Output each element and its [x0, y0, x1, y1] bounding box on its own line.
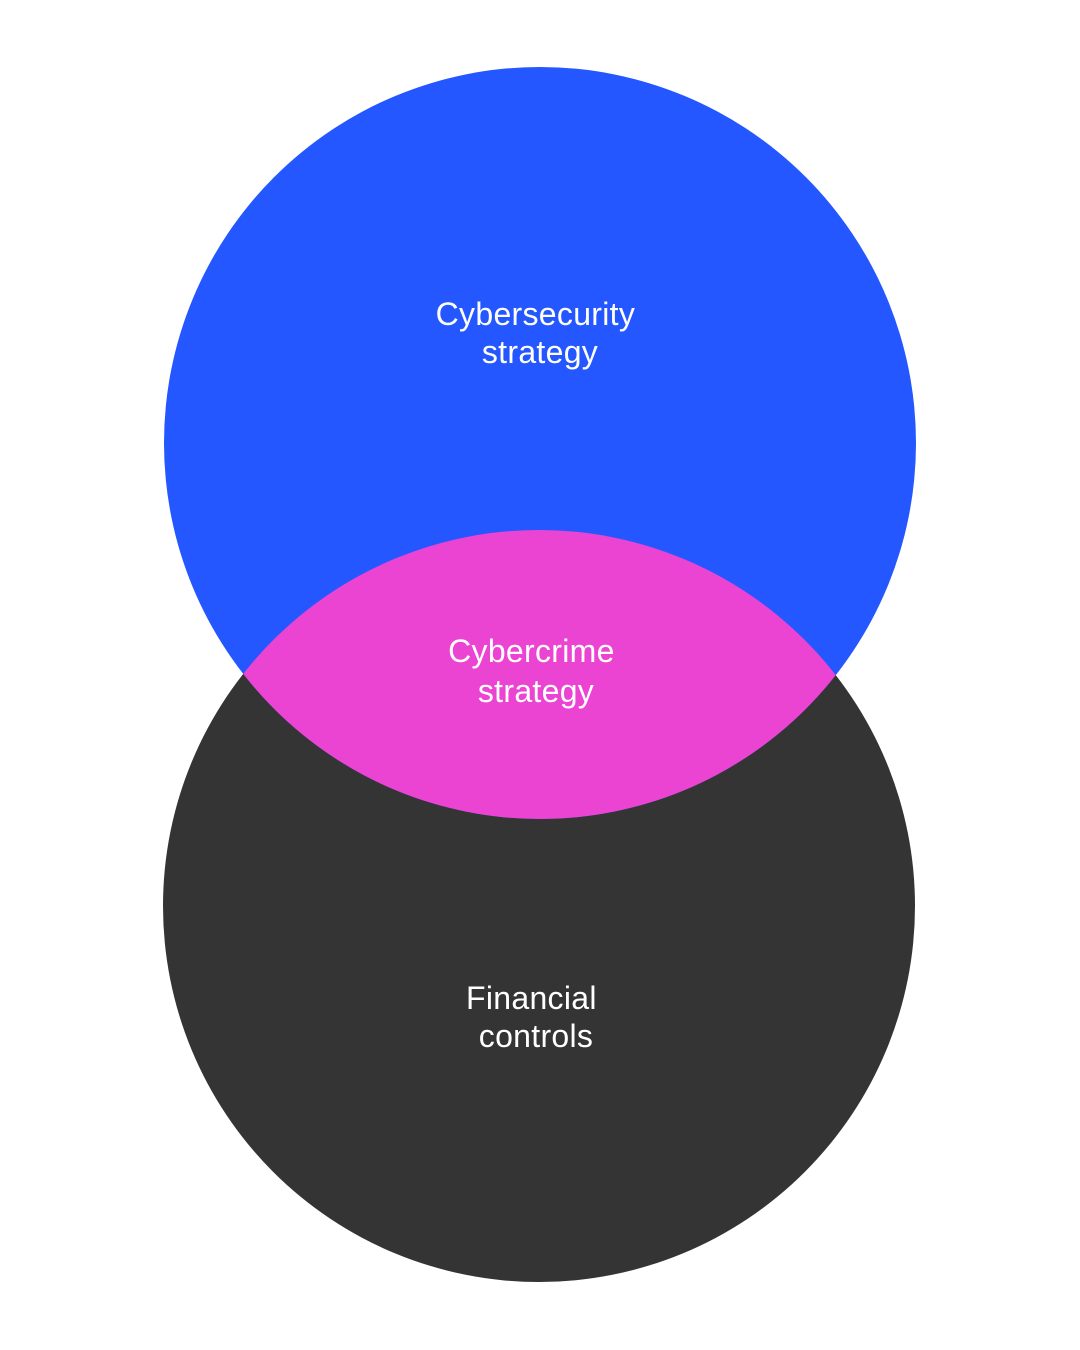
cybercrime-strategy-label: Cybercrime strategy [448, 633, 624, 709]
cybercrime-strategy-overlap [164, 530, 915, 819]
cybercrime-label-line-2: strategy [478, 673, 594, 709]
cybersecurity-label-line-1: Cybersecurity [436, 296, 636, 332]
cybersecurity-strategy-label: Cybersecurity strategy [436, 296, 645, 370]
financial-controls-label: Financial controls [466, 980, 606, 1054]
cybersecurity-label-line-2: strategy [482, 334, 598, 370]
financial-label-line-2: controls [479, 1018, 593, 1054]
cybercrime-label-line-1: Cybercrime [448, 633, 615, 669]
financial-label-line-1: Financial [466, 980, 597, 1016]
